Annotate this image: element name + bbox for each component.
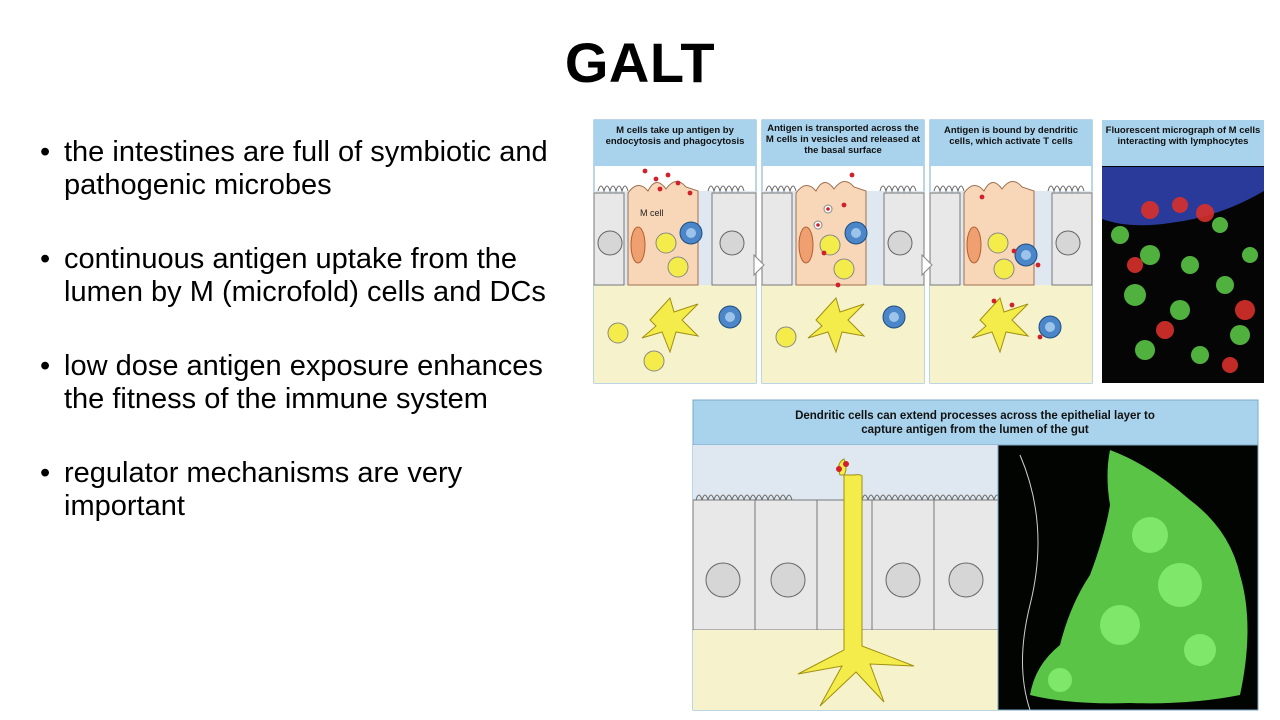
bottom-caption: Dendritic cells can extend processes acr… xyxy=(795,410,1155,436)
galt-figure-drawing xyxy=(593,119,1264,711)
step-arrows xyxy=(753,253,933,277)
bullet-item: regulator mechanisms are very important xyxy=(40,457,565,523)
bullet-list: the intestines are full of symbiotic and… xyxy=(40,136,565,564)
bottom-panel xyxy=(692,399,1259,711)
galt-figure: M cells take up antigen by endocytosis a… xyxy=(590,105,1280,720)
panel-3 xyxy=(929,119,1093,384)
bullet-item: low dose antigen exposure enhances the f… xyxy=(40,350,565,416)
bullet-item: continuous antigen uptake from the lumen… xyxy=(40,243,565,309)
panel-4-caption: Fluorescent micrograph of M cells intera… xyxy=(1105,125,1261,147)
panel-1-caption: M cells take up antigen by endocytosis a… xyxy=(605,125,745,147)
slide-title: GALT xyxy=(564,31,716,94)
panel-3-caption-band xyxy=(930,120,1092,166)
panel-1 xyxy=(593,119,757,384)
panel-2-caption: Antigen is transported across the M cell… xyxy=(765,123,921,156)
panel-2-caption-band xyxy=(762,120,924,166)
panel-1-caption-band xyxy=(594,120,756,166)
panel-4-caption-band xyxy=(1102,120,1264,166)
bullet-item: the intestines are full of symbiotic and… xyxy=(40,136,565,202)
panel-3-caption: Antigen is bound by dendritic cells, whi… xyxy=(943,125,1079,147)
panel-4-micrograph xyxy=(1102,120,1264,383)
m-cell-label: M cell xyxy=(640,208,664,218)
panel-2 xyxy=(761,119,925,384)
bottom-caption-band xyxy=(692,399,1259,446)
